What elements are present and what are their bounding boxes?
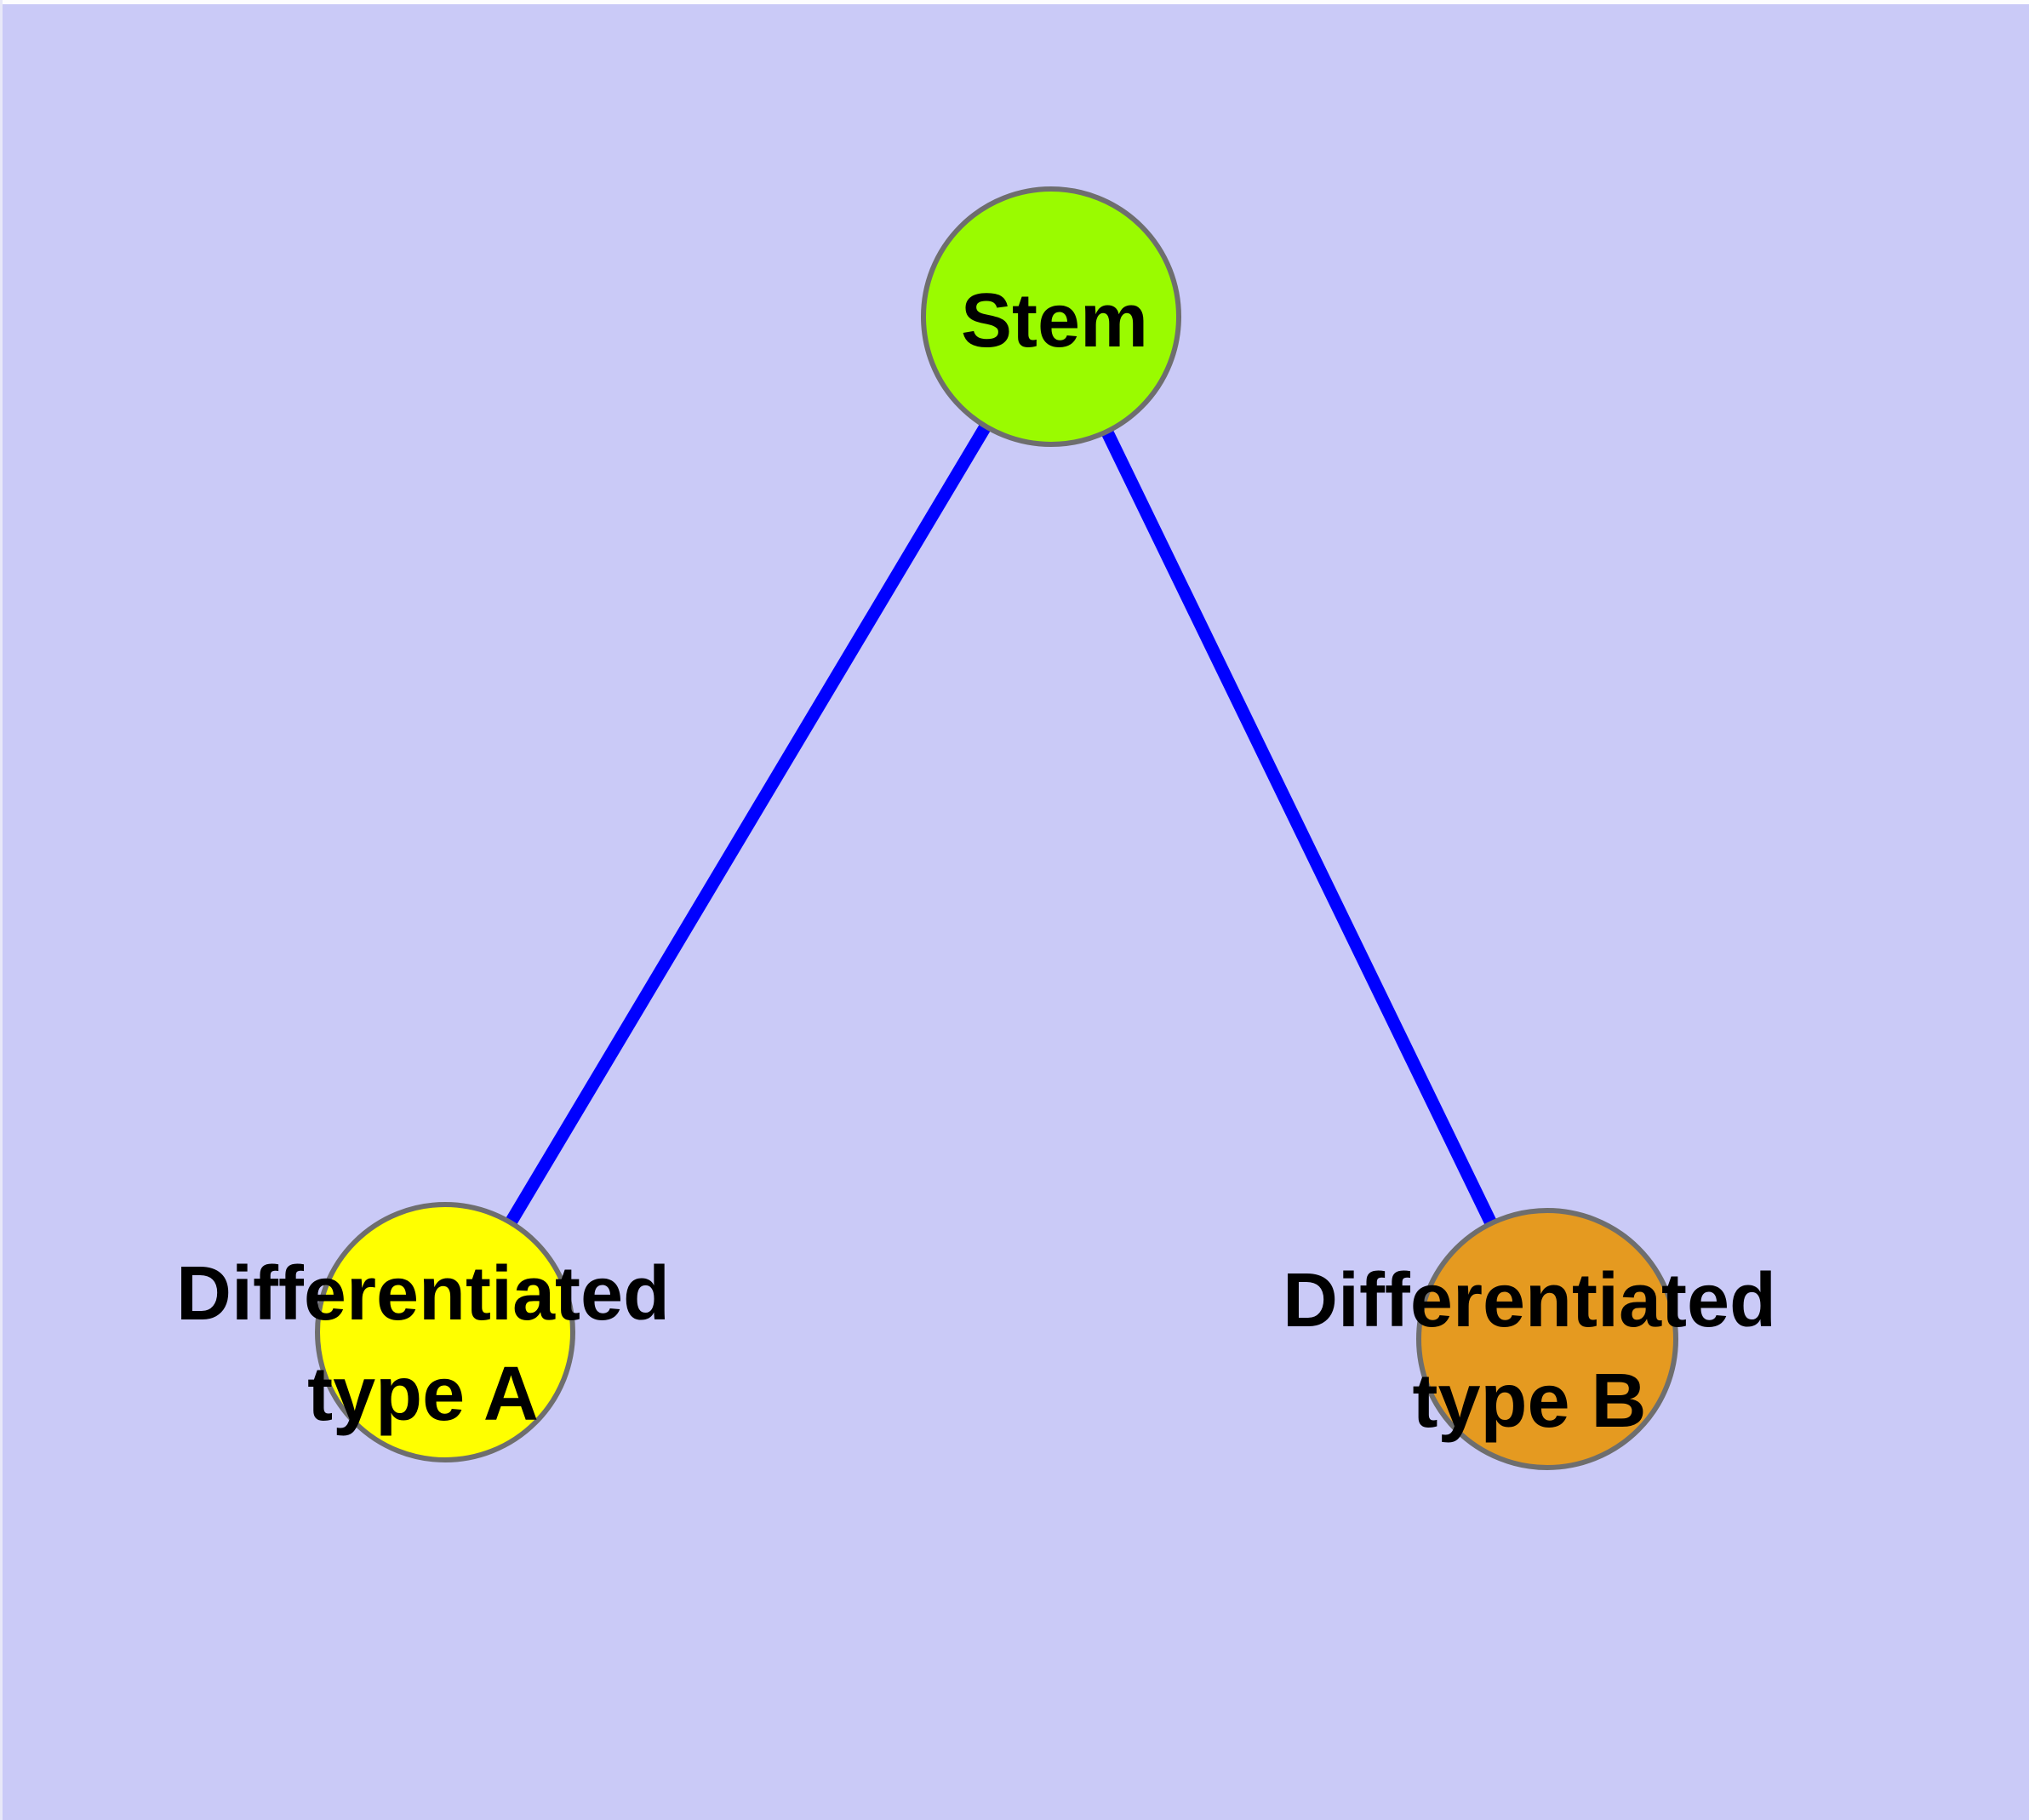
node-stem: Stem — [921, 186, 1181, 447]
node-type-a-label-line2: type A — [307, 1352, 539, 1437]
node-type-b-label-line1: Differentiated — [1283, 1258, 1776, 1343]
node-type-b-circle — [1416, 1208, 1678, 1470]
node-type-b-label-line2: type B — [1412, 1359, 1646, 1444]
node-differentiated-type-b: Differentiated type B — [1283, 1208, 1776, 1470]
top-edge-strip — [0, 0, 2029, 4]
node-differentiated-type-a: Differentiated type A — [176, 1202, 670, 1462]
node-type-a-label-line1: Differentiated — [176, 1251, 670, 1336]
edge-stem-to-type-a — [439, 313, 1057, 1336]
edge-stem-to-type-b — [1045, 313, 1553, 1342]
left-edge-strip — [0, 0, 3, 1820]
node-type-a-circle — [315, 1202, 575, 1462]
node-stem-circle — [921, 186, 1181, 447]
node-stem-label: Stem — [961, 278, 1148, 363]
